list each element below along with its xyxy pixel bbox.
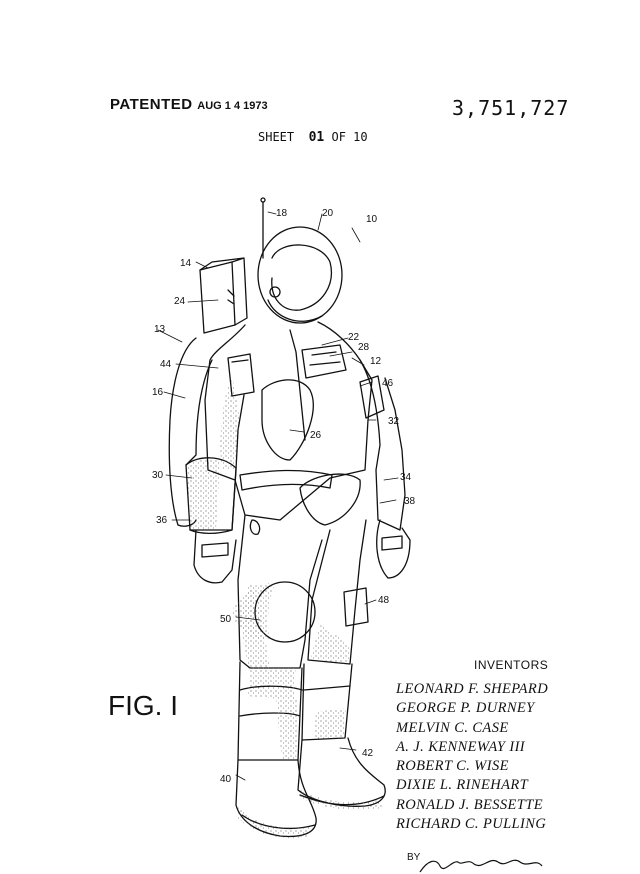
inventor-name: MELVIN C. CASE <box>396 719 509 736</box>
glove-left <box>193 529 237 584</box>
backpack <box>199 261 236 334</box>
waist-belt <box>239 469 333 491</box>
figure-label: FIG. I <box>108 690 178 721</box>
inventors-list: LEONARD F. SHEPARD GEORGE P. DURNEY MELV… <box>396 680 548 834</box>
helmet <box>257 226 343 324</box>
patented-label: PATENTED <box>110 96 193 113</box>
ref-44: 44 <box>160 359 172 370</box>
torso <box>204 321 373 521</box>
ref-26: 26 <box>310 430 322 441</box>
ref-14: 14 <box>180 258 192 269</box>
sheet-indicator: SHEET 01 OF 10 <box>258 130 368 145</box>
by-label: BY <box>407 852 421 863</box>
ref-10: 10 <box>366 214 378 225</box>
patented-date: AUG 1 4 1973 <box>197 100 268 112</box>
sheet-prefix: SHEET <box>258 130 295 144</box>
ref-28: 28 <box>358 342 370 353</box>
sheet-total: 10 <box>353 130 368 144</box>
inventor-name: RICHARD C. PULLING <box>396 816 547 833</box>
chest-control-unit <box>301 344 347 379</box>
reference-numerals: 18 20 10 14 24 13 22 28 12 44 46 16 32 2… <box>152 208 416 785</box>
ref-40: 40 <box>220 774 232 785</box>
sheet-of: OF <box>331 130 346 144</box>
sheet-number: 01 <box>308 130 325 145</box>
patented-stamp: PATENTED AUG 1 4 1973 <box>110 96 268 113</box>
inventor-name: LEONARD F. SHEPARD <box>396 681 549 697</box>
ref-13: 13 <box>154 324 166 335</box>
patent-number: 3,751,727 <box>452 96 570 120</box>
ref-12: 12 <box>370 356 382 367</box>
ref-18: 18 <box>276 208 288 219</box>
inventor-name: RONALD J. BESSETTE <box>396 796 543 813</box>
inventor-name: ROBERT C. WISE <box>396 758 509 775</box>
life-support-tank <box>168 337 197 527</box>
inventor-name: A. J. KENNEWAY III <box>396 738 526 755</box>
pocket-right <box>359 375 385 419</box>
ref-34: 34 <box>400 472 412 483</box>
attorney-signature <box>419 859 543 873</box>
inventor-name: GEORGE P. DURNEY <box>396 700 535 717</box>
ref-32: 32 <box>388 416 400 427</box>
ref-38: 38 <box>404 496 416 507</box>
inventor-name: DIXIE L. RINEHART <box>396 777 529 794</box>
ref-46: 46 <box>382 378 394 389</box>
ref-36: 36 <box>156 515 168 526</box>
thigh-pocket <box>343 587 369 627</box>
ref-48: 48 <box>378 595 390 606</box>
ref-20: 20 <box>322 208 334 219</box>
inventors-title: INVENTORS <box>474 658 549 672</box>
ref-16: 16 <box>152 387 164 398</box>
ref-42: 42 <box>362 748 374 759</box>
ref-50: 50 <box>220 614 232 625</box>
glove-right <box>376 519 411 579</box>
ref-24: 24 <box>174 296 186 307</box>
ref-22: 22 <box>348 332 360 343</box>
arm-right <box>359 359 406 531</box>
ref-30: 30 <box>152 470 164 481</box>
